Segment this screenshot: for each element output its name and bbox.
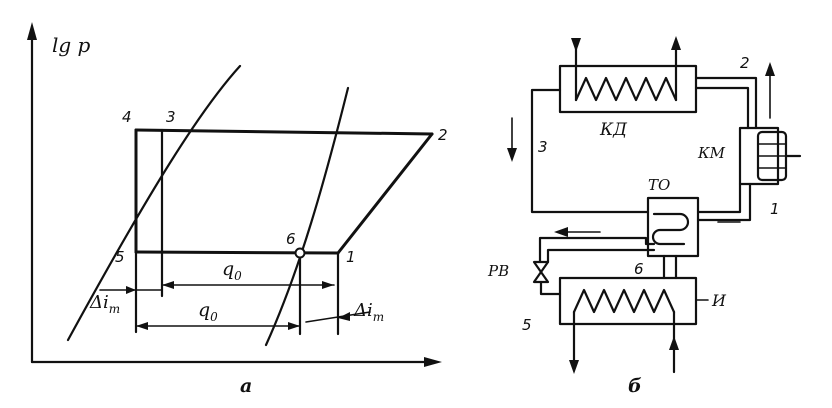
saturated-liquid-curve: [66, 64, 242, 342]
brine-in-arrow-icon: [669, 336, 679, 350]
saturated-vapor-curve: [264, 86, 350, 347]
arrowhead-icon: [126, 286, 136, 294]
stream-label-6: 6: [634, 260, 644, 278]
line-1-inner: [696, 182, 752, 222]
line-2-outer: [694, 76, 758, 130]
line-3: [530, 88, 650, 214]
liquid-line-outer: [538, 236, 656, 264]
flow-arrow-icon: [554, 227, 568, 237]
arrowhead-icon: [338, 312, 350, 321]
stream-label-1: 1: [770, 200, 780, 218]
q0-upper-label: q0: [222, 258, 242, 283]
water-out-arrow-icon: [671, 36, 681, 50]
arrowhead-icon: [136, 322, 148, 330]
heat-exchanger-box: [646, 196, 700, 258]
delta-i-left-label: Δiт: [89, 292, 120, 316]
heat-exchanger-label: ТО: [648, 176, 670, 194]
flow-arrow-icon: [765, 62, 775, 76]
valve-top-icon: [532, 260, 550, 274]
arrowhead-icon: [162, 281, 174, 289]
condenser-label: КД: [599, 120, 628, 140]
flow-arrow-icon: [507, 148, 517, 162]
condenser-coil: [574, 76, 678, 102]
line-1-outer: [696, 182, 742, 214]
x-axis-arrow-icon: [424, 357, 442, 367]
lgp-i-diagram: lg p 4 3 2 5 6 1: [27, 22, 448, 397]
evaporation-line-5-1: [134, 250, 340, 255]
arrowhead-icon: [322, 281, 334, 289]
refrigeration-schematic: КД 2 КМ 3 ТО 1: [487, 36, 802, 397]
evaporator-label: И: [711, 291, 727, 310]
point-label-5: 5: [115, 248, 125, 266]
point-label-3: 3: [166, 108, 176, 126]
point-label-2: 2: [438, 126, 448, 144]
liquid-line-inner: [546, 248, 656, 264]
point-label-1: 1: [346, 248, 356, 266]
evaporator-box: [558, 276, 698, 326]
point-label-6: 6: [286, 230, 296, 248]
arrowhead-icon: [288, 322, 300, 330]
condensation-line-4-2: [134, 128, 434, 136]
valve-bottom-icon: [532, 270, 550, 284]
stream-label-3: 3: [538, 138, 548, 156]
heat-exchanger-coil: [651, 212, 690, 246]
q0-lower-label: q0: [198, 299, 218, 324]
y-axis-arrow-icon: [27, 22, 37, 40]
brine-out-arrow-icon: [569, 360, 579, 374]
point-6-marker: [294, 247, 306, 259]
compression-line-1-2: [336, 132, 434, 255]
water-in-arrow-icon: [571, 38, 581, 52]
evaporator-coil: [572, 288, 676, 314]
valve-outlet-line: [539, 280, 562, 296]
caption-a: а: [240, 375, 252, 397]
stream-label-2: 2: [740, 54, 750, 72]
valve-label: РВ: [487, 262, 509, 280]
point-label-4: 4: [122, 108, 132, 126]
delta-i-right-label: Δiт: [353, 300, 384, 324]
compressor-label: КМ: [697, 144, 726, 162]
delta-i-right-leader: [305, 311, 371, 323]
stream-label-5: 5: [522, 316, 532, 334]
y-axis-label: lg p: [52, 33, 91, 57]
caption-b: б: [628, 375, 642, 397]
line-2-inner: [694, 86, 750, 130]
